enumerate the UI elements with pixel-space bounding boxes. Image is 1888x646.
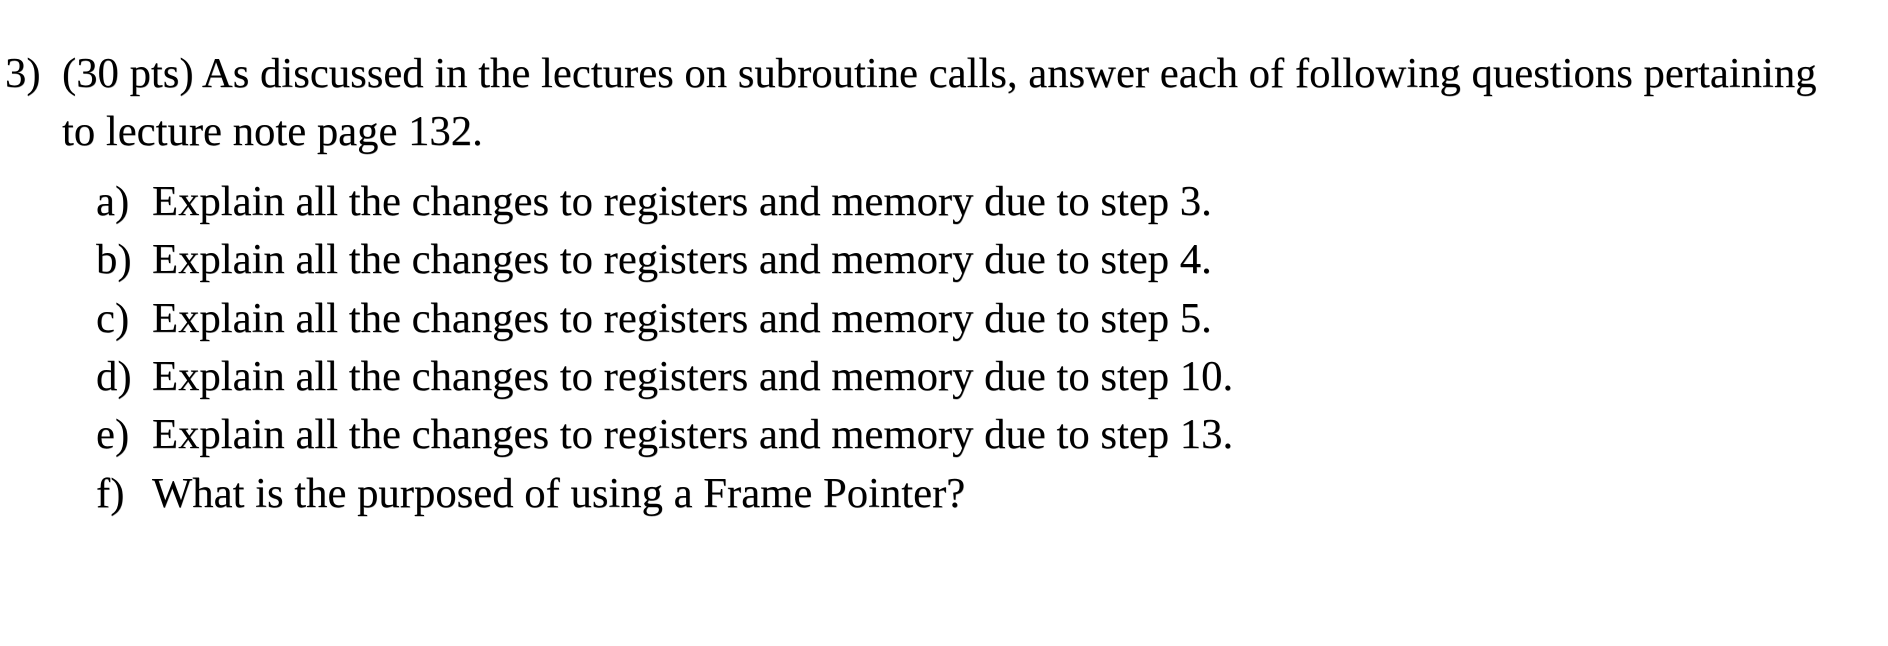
list-item: f) What is the purposed of using a Frame… xyxy=(0,465,1888,523)
item-label: b) xyxy=(96,236,132,283)
question-intro-line-1: 3) (30 pts) As discussed in the lectures… xyxy=(0,45,1888,103)
item-label: f) xyxy=(96,470,125,517)
list-item: d) Explain all the changes to registers … xyxy=(0,348,1888,406)
item-label: d) xyxy=(96,353,132,400)
item-label: c) xyxy=(96,295,130,342)
list-item: a) Explain all the changes to registers … xyxy=(0,173,1888,231)
question-intro-line-2: to lecture note page 132. xyxy=(0,103,1888,161)
question-number-label: 3) xyxy=(5,50,41,97)
question-intro-text-1: (30 pts) As discussed in the lectures on… xyxy=(62,50,1817,97)
item-text: What is the purposed of using a Frame Po… xyxy=(152,470,966,517)
list-item: c) Explain all the changes to registers … xyxy=(0,290,1888,348)
item-text: Explain all the changes to registers and… xyxy=(152,236,1212,283)
item-text: Explain all the changes to registers and… xyxy=(152,353,1234,400)
item-text: Explain all the changes to registers and… xyxy=(152,411,1234,458)
question-intro-text-2: to lecture note page 132. xyxy=(62,108,483,155)
item-text: Explain all the changes to registers and… xyxy=(152,295,1212,342)
item-text: Explain all the changes to registers and… xyxy=(152,178,1212,225)
item-label: a) xyxy=(96,178,130,225)
item-label: e) xyxy=(96,411,130,458)
list-item: e) Explain all the changes to registers … xyxy=(0,406,1888,464)
list-item: b) Explain all the changes to registers … xyxy=(0,231,1888,289)
